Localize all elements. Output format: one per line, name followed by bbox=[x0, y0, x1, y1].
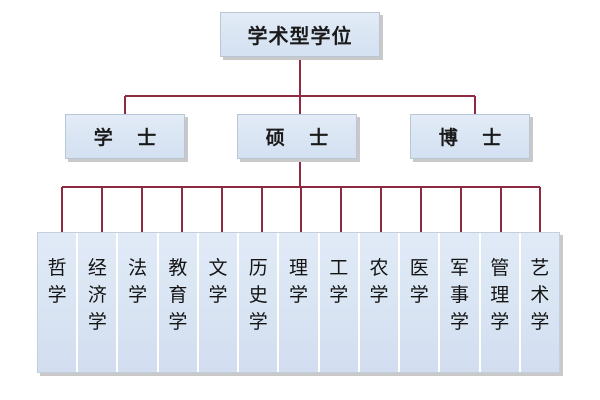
discipline-char: 育 bbox=[168, 284, 188, 306]
discipline-category-strip: 哲学 经济学 法学 教育学 文学 历史学 理学 工学 农学 医学 军事学 管理学… bbox=[37, 232, 560, 373]
discipline-medicine[interactable]: 医学 bbox=[400, 233, 441, 372]
discipline-char: 术 bbox=[530, 284, 550, 306]
discipline-char: 法 bbox=[128, 257, 148, 279]
discipline-char: 学 bbox=[47, 284, 67, 306]
discipline-char: 理 bbox=[490, 284, 510, 306]
discipline-law[interactable]: 法学 bbox=[118, 233, 159, 372]
discipline-char: 学 bbox=[289, 284, 309, 306]
discipline-education[interactable]: 教育学 bbox=[158, 233, 199, 372]
discipline-char: 艺 bbox=[530, 257, 550, 279]
discipline-char: 学 bbox=[409, 284, 429, 306]
discipline-char: 学 bbox=[329, 284, 349, 306]
root-node-academic-degree[interactable]: 学术型学位 bbox=[220, 12, 380, 57]
discipline-char: 理 bbox=[289, 257, 309, 279]
discipline-char: 学 bbox=[208, 284, 228, 306]
discipline-char: 教 bbox=[168, 257, 188, 279]
node-doctor[interactable]: 博 士 bbox=[410, 114, 530, 159]
discipline-military-science[interactable]: 军事学 bbox=[440, 233, 481, 372]
discipline-char: 农 bbox=[369, 257, 389, 279]
discipline-char: 学 bbox=[449, 311, 469, 333]
discipline-literature[interactable]: 文学 bbox=[198, 233, 240, 372]
discipline-char: 医 bbox=[409, 257, 429, 279]
discipline-char: 学 bbox=[490, 311, 510, 333]
discipline-char: 经 bbox=[87, 257, 107, 279]
discipline-science[interactable]: 理学 bbox=[279, 233, 320, 372]
discipline-char: 学 bbox=[530, 311, 550, 333]
discipline-char: 工 bbox=[329, 257, 349, 279]
discipline-char: 历 bbox=[248, 257, 268, 279]
discipline-char: 事 bbox=[449, 284, 469, 306]
discipline-management[interactable]: 管理学 bbox=[480, 233, 521, 372]
discipline-arts[interactable]: 艺术学 bbox=[520, 233, 559, 372]
discipline-philosophy[interactable]: 哲学 bbox=[38, 233, 79, 372]
node-master[interactable]: 硕 士 bbox=[237, 114, 357, 159]
discipline-history[interactable]: 历史学 bbox=[239, 233, 280, 372]
discipline-char: 学 bbox=[128, 284, 148, 306]
discipline-engineering[interactable]: 工学 bbox=[319, 233, 360, 372]
discipline-char: 军 bbox=[449, 257, 469, 279]
discipline-char: 史 bbox=[248, 284, 268, 306]
discipline-char: 济 bbox=[87, 284, 107, 306]
discipline-agriculture[interactable]: 农学 bbox=[359, 233, 401, 372]
discipline-char: 学 bbox=[248, 311, 268, 333]
discipline-char: 文 bbox=[208, 257, 228, 279]
discipline-char: 学 bbox=[87, 311, 107, 333]
discipline-char: 学 bbox=[168, 311, 188, 333]
node-bachelor[interactable]: 学 士 bbox=[65, 114, 185, 159]
discipline-char: 管 bbox=[490, 257, 510, 279]
discipline-economics[interactable]: 经济学 bbox=[78, 233, 119, 372]
discipline-char: 哲 bbox=[47, 257, 67, 279]
discipline-char: 学 bbox=[369, 284, 389, 306]
